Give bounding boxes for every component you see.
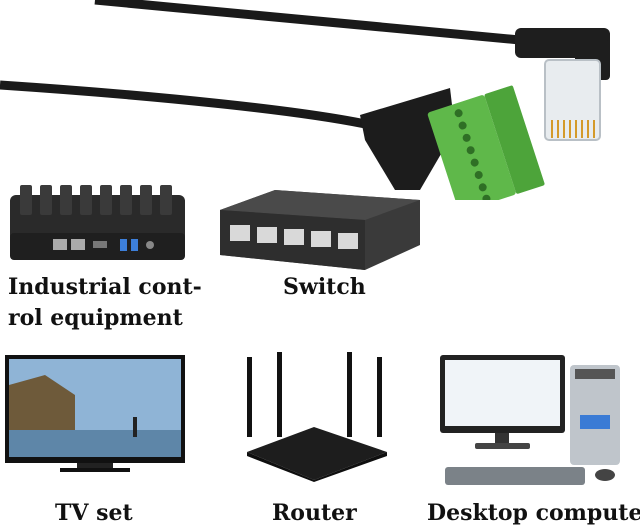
- desktop-computer-icon: [440, 355, 620, 485]
- network-switch-icon: [220, 190, 420, 270]
- caption-switch: Switch: [283, 274, 366, 300]
- rj45-plug-icon: [515, 28, 610, 141]
- router-icon: [247, 352, 387, 482]
- caption-industrial-line2: rol equipment: [8, 305, 183, 331]
- caption-desktop: Desktop computer: [427, 500, 640, 526]
- terminal-block-icon: [360, 85, 545, 200]
- tv-icon: [5, 355, 185, 472]
- caption-router: Router: [272, 500, 357, 526]
- caption-industrial-line1: Industrial cont-: [8, 274, 202, 300]
- cable-assembly: [0, 0, 610, 200]
- mini-pc-icon: [10, 185, 185, 260]
- caption-tv: TV set: [55, 500, 133, 526]
